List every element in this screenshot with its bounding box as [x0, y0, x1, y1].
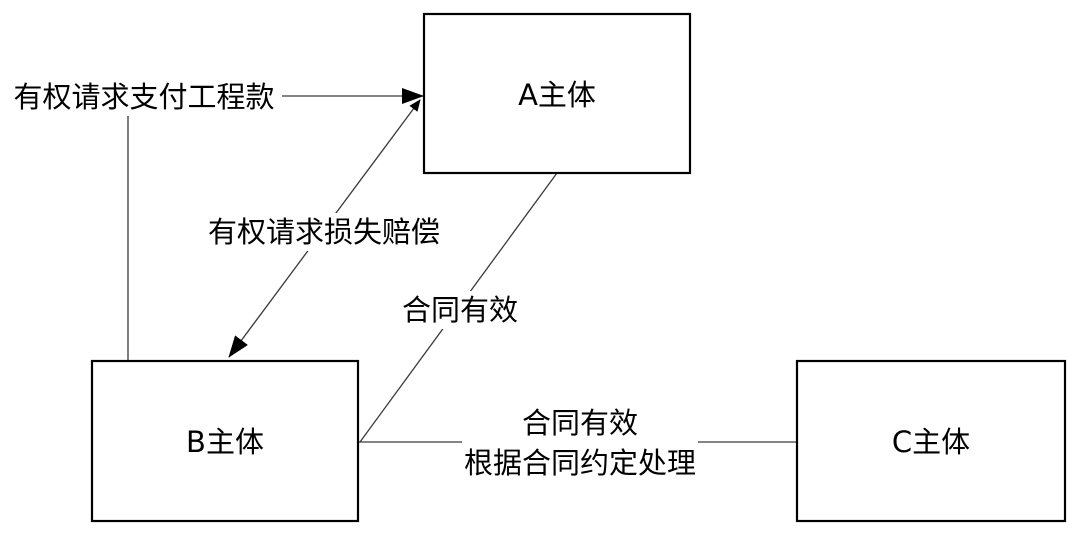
node-b-box: [90, 359, 360, 523]
damages-claim-label: 有权请求损失赔偿: [205, 213, 443, 251]
node-c-label: C主体: [891, 425, 971, 459]
node-c-box: [795, 359, 1067, 523]
ab-contract-label: 合同有效: [399, 291, 521, 329]
node-a-box: [422, 12, 692, 175]
bc-contract-label-line2: 根据合同约定处理: [463, 446, 697, 480]
node-a-label: A主体: [518, 78, 596, 112]
node-b-label: B主体: [186, 425, 264, 459]
bc-contract-label: 合同有效 根据合同约定处理: [461, 403, 699, 483]
bc-contract-label-line1: 合同有效: [521, 406, 639, 440]
payment-claim-label: 有权请求支付工程款: [13, 78, 275, 116]
